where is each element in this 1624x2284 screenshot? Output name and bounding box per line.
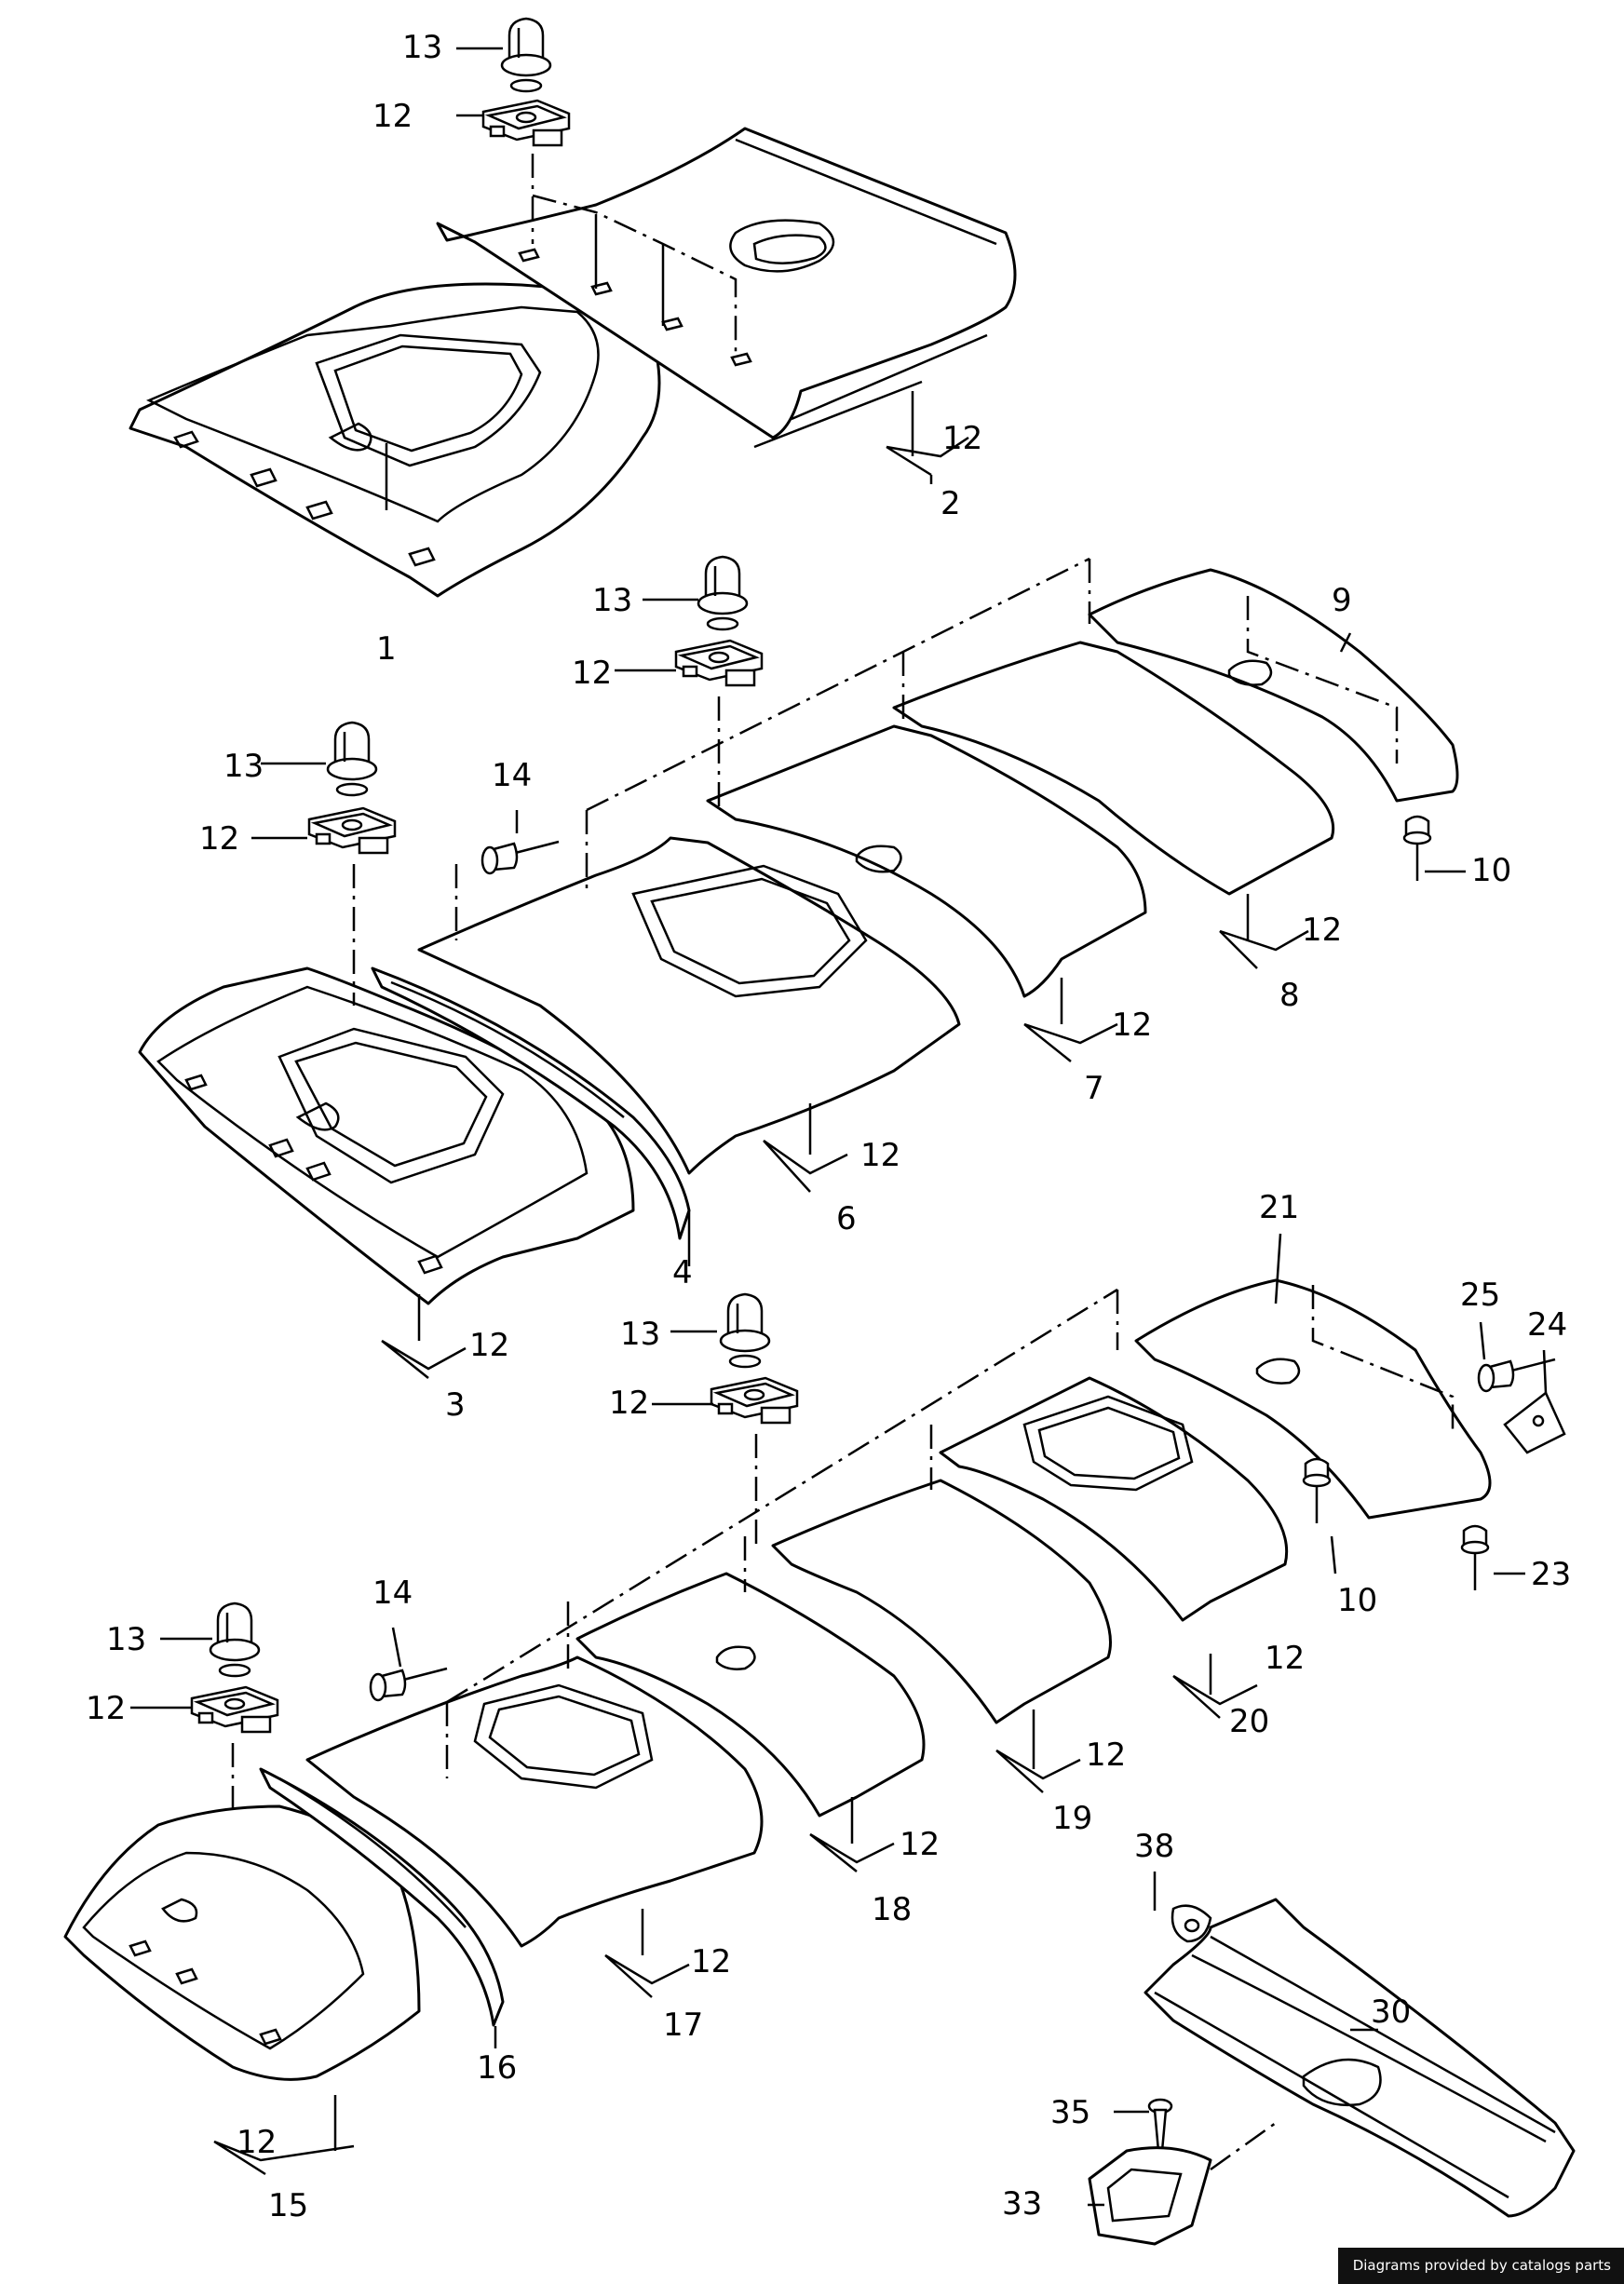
rivet-14-icon <box>369 1667 449 1702</box>
callout-12: 12 <box>572 655 612 692</box>
callout-25: 25 <box>1460 1277 1500 1314</box>
headliner-18 <box>575 1572 926 1818</box>
rivet-14-icon <box>480 840 561 875</box>
clip-13-icon <box>719 1292 771 1369</box>
bow-16 <box>259 1767 505 2027</box>
trim-panel-30 <box>1144 1898 1576 2218</box>
callout-14: 14 <box>372 1574 413 1612</box>
bracket-12-icon <box>190 1685 279 1734</box>
rivet-23-icon <box>1460 1524 1490 1592</box>
callout-30: 30 <box>1371 1993 1411 2031</box>
screw-35-icon <box>1147 2098 1173 2153</box>
callout-12: 12 <box>199 820 239 858</box>
credit-footer: Diagrams provided by catalogs parts <box>1337 2248 1624 2284</box>
callout-23: 23 <box>1531 1556 1571 1593</box>
callout-13: 13 <box>223 748 264 785</box>
callout-13: 13 <box>592 582 632 619</box>
callout-12: 12 <box>372 98 413 135</box>
callout-8: 8 <box>1279 977 1300 1014</box>
callout-12: 12 <box>860 1137 900 1174</box>
headliner-20 <box>939 1376 1289 1622</box>
callout-12: 12 <box>1302 912 1342 949</box>
callout-35: 35 <box>1050 2094 1090 2131</box>
callout-10: 10 <box>1471 852 1511 889</box>
callout-1: 1 <box>376 630 397 668</box>
headliner-7 <box>706 724 1147 998</box>
callout-20: 20 <box>1229 1703 1269 1740</box>
clip-13-icon <box>500 17 552 93</box>
callout-12: 12 <box>1086 1737 1126 1774</box>
bracket-12-icon <box>710 1376 799 1425</box>
headliner-6 <box>417 836 961 1175</box>
callout-4: 4 <box>672 1254 693 1291</box>
headliner-1 <box>129 282 661 598</box>
callout-9: 9 <box>1332 582 1352 619</box>
callout-6: 6 <box>836 1200 857 1237</box>
callout-12: 12 <box>942 420 982 457</box>
bracket-12-icon <box>481 99 571 147</box>
headliner-15 <box>63 1804 421 2081</box>
clip-13-icon <box>209 1602 261 1678</box>
callout-13: 13 <box>402 29 442 66</box>
callout-12: 12 <box>691 1943 731 1980</box>
callout-13: 13 <box>620 1316 660 1353</box>
callout-15: 15 <box>268 2187 308 2224</box>
cover-33-icon <box>1088 2146 1212 2246</box>
callout-3: 3 <box>445 1386 466 1424</box>
callout-24: 24 <box>1527 1306 1567 1344</box>
callout-17: 17 <box>663 2007 703 2044</box>
headliner-2 <box>436 127 1017 449</box>
headliner-17 <box>305 1656 764 1948</box>
bracket-24-icon <box>1503 1391 1566 1454</box>
callout-18: 18 <box>872 1891 912 1928</box>
rivet-10-icon <box>1302 1457 1332 1525</box>
headliner-9 <box>1088 568 1459 803</box>
callout-12: 12 <box>1112 1007 1152 1044</box>
callout-2: 2 <box>941 485 961 522</box>
callout-19: 19 <box>1052 1800 1092 1837</box>
callout-13: 13 <box>106 1621 146 1658</box>
callout-12: 12 <box>1265 1640 1305 1677</box>
callout-33: 33 <box>1002 2185 1042 2223</box>
bow-4 <box>371 966 691 1240</box>
headliner-8 <box>892 641 1335 896</box>
callout-38: 38 <box>1134 1828 1174 1865</box>
callout-12: 12 <box>469 1327 509 1364</box>
clip-13-icon <box>697 555 749 631</box>
callout-labels: 13 12 12 2 1 13 12 9 13 14 12 10 12 8 12… <box>86 29 1571 2224</box>
callout-21: 21 <box>1259 1189 1299 1226</box>
headliner-19 <box>771 1479 1112 1724</box>
callout-10: 10 <box>1337 1582 1377 1619</box>
callout-12: 12 <box>237 2124 277 2161</box>
callout-14: 14 <box>492 757 532 794</box>
bracket-12-icon <box>674 639 764 687</box>
clip-13-icon <box>326 721 378 797</box>
callout-16: 16 <box>477 2049 517 2087</box>
callout-12: 12 <box>900 1826 940 1863</box>
callout-12: 12 <box>609 1385 649 1422</box>
bracket-12-icon <box>307 806 397 855</box>
headliner-21 <box>1134 1278 1492 1520</box>
callout-12: 12 <box>86 1690 126 1727</box>
callout-7: 7 <box>1084 1070 1104 1107</box>
